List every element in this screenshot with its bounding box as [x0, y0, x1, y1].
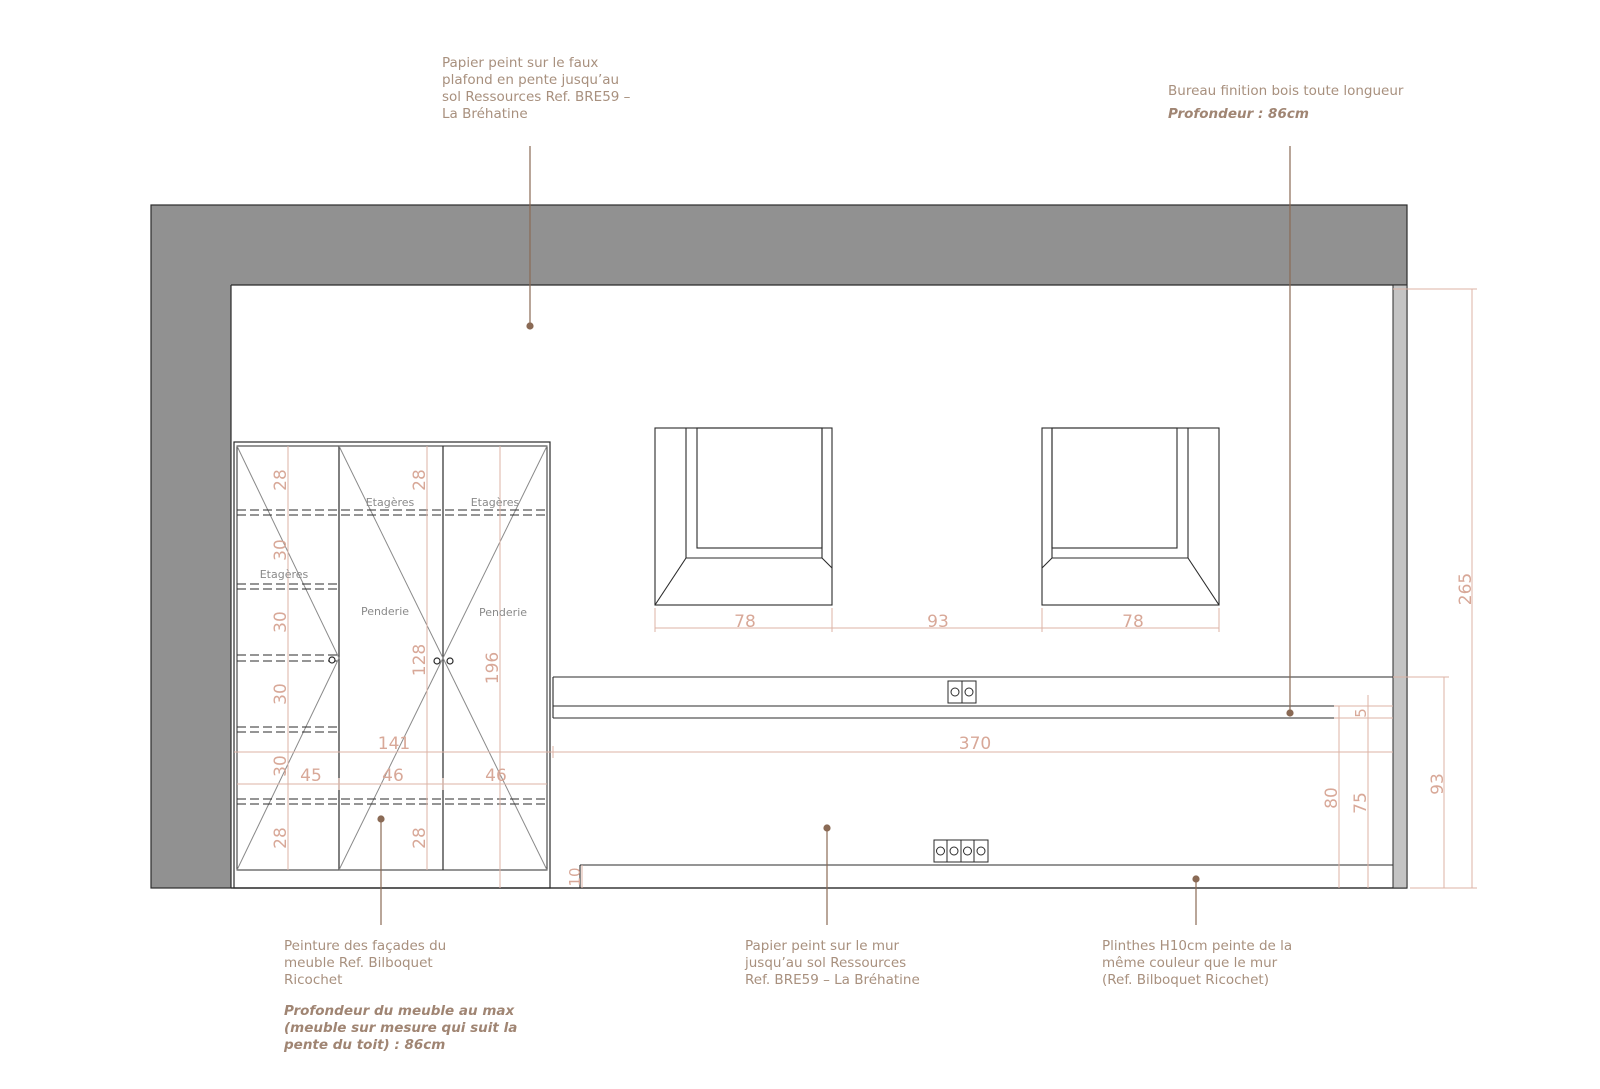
leader-lines — [377, 146, 1294, 925]
note-emphasis: Profondeur du meuble au max — [284, 1003, 515, 1019]
dimension-labels: 28 30 30 30 30 28 28 128 28 196 141 45 4… — [271, 469, 1476, 886]
note-line: sol Ressources Ref. BRE59 – — [442, 89, 631, 105]
room-interior — [231, 285, 1393, 888]
label-shelves-1: Etagères — [366, 496, 415, 509]
wardrobe — [233, 441, 551, 889]
note-skirting: Plinthes H10cm peinte de la même couleur… — [1102, 938, 1292, 989]
note-cabinet: Peinture des façades du meuble Ref. Bilb… — [284, 938, 517, 1054]
wardrobe-outer — [233, 441, 551, 889]
knob-left — [328, 656, 336, 664]
dim-cabinet-width: 141 — [378, 734, 410, 754]
shelves-dashed — [237, 509, 547, 805]
dim-shelf-1: 28 — [271, 469, 291, 491]
skirting-board — [579, 864, 1393, 888]
note-line: Ricochet — [284, 972, 343, 988]
dim-door-height: 128 — [410, 644, 430, 676]
dim-shelf-5: 30 — [271, 755, 291, 777]
note-emphasis: Profondeur : 86cm — [1168, 106, 1309, 122]
dim-window-gap: 93 — [927, 612, 949, 632]
window-left — [654, 427, 833, 606]
knob-right — [446, 657, 454, 665]
dim-ceiling-height: 265 — [1456, 573, 1476, 605]
note-line: jusqu’au sol Ressources — [745, 955, 907, 971]
label-hanging-1: Penderie — [361, 605, 409, 618]
desk-socket — [947, 680, 977, 704]
dim-shelf-6: 28 — [271, 827, 291, 849]
dim-bay-2: 46 — [382, 766, 404, 786]
dim-middle-bottom: 28 — [410, 827, 430, 849]
dim-desk-80: 80 — [1322, 787, 1342, 809]
note-line: Peinture des façades du — [284, 938, 447, 954]
furniture-labels: Etagères Etagères Etagères Penderie Pend… — [260, 496, 528, 619]
leader-dot-cabinet — [377, 815, 385, 823]
dim-desk-93: 93 — [1428, 773, 1448, 795]
dim-shelf-4: 30 — [271, 683, 291, 705]
dim-middle-top: 28 — [410, 469, 430, 491]
note-line: Ref. BRE59 – La Bréhatine — [745, 972, 920, 988]
floor-socket — [933, 839, 989, 863]
note-desk: Bureau finition bois toute longueur Prof… — [1168, 83, 1403, 123]
right-wall-strip — [1392, 284, 1408, 889]
label-hanging-2: Penderie — [479, 606, 527, 619]
leader-dot-desk — [1286, 709, 1294, 717]
desk — [552, 676, 1393, 719]
dim-desk-length: 370 — [959, 734, 991, 754]
note-line: plafond en pente jusqu’au — [442, 72, 620, 88]
dim-desk-75: 75 — [1351, 792, 1371, 814]
note-line: Bureau finition bois toute longueur — [1168, 83, 1404, 99]
dim-shelf-3: 30 — [271, 611, 291, 633]
dim-bay-1: 45 — [300, 766, 322, 786]
note-line: La Bréhatine — [442, 106, 528, 122]
door-diagonals — [236, 445, 548, 871]
dim-skirting: 10 — [566, 867, 584, 886]
note-line: Papier peint sur le mur — [745, 938, 900, 954]
note-wall: Papier peint sur le mur jusqu’au sol Res… — [745, 938, 920, 989]
window-right — [1041, 427, 1220, 606]
label-shelves-2: Etagères — [471, 496, 520, 509]
dim-window-right: 78 — [1122, 612, 1144, 632]
leader-dot-ceiling — [526, 322, 534, 330]
label-shelves-3: Etagères — [260, 568, 309, 581]
dim-shelf-2: 30 — [271, 539, 291, 561]
note-emphasis: (meuble sur mesure qui suit la — [284, 1020, 518, 1036]
dim-bay-3: 46 — [485, 766, 507, 786]
leader-dot-wall — [823, 824, 831, 832]
note-line: Plinthes H10cm peinte de la — [1102, 938, 1293, 954]
wall-frame — [150, 204, 1408, 889]
dim-cabinet-height: 196 — [483, 652, 503, 684]
note-line: Papier peint sur le faux — [442, 55, 599, 71]
leader-dot-skirting — [1192, 875, 1200, 883]
note-emphasis: pente du toit) : 86cm — [284, 1037, 446, 1053]
note-line: même couleur que le mur — [1102, 955, 1278, 971]
note-line: (Ref. Bilboquet Ricochet) — [1102, 972, 1269, 988]
knob-middle — [433, 657, 441, 665]
note-line: meuble Ref. Bilboquet — [284, 955, 433, 971]
note-ceiling: Papier peint sur le faux plafond en pent… — [442, 55, 630, 123]
dimension-lines — [234, 288, 1477, 889]
dim-desk-thickness: 5 — [1352, 708, 1370, 718]
dim-window-left: 78 — [734, 612, 756, 632]
